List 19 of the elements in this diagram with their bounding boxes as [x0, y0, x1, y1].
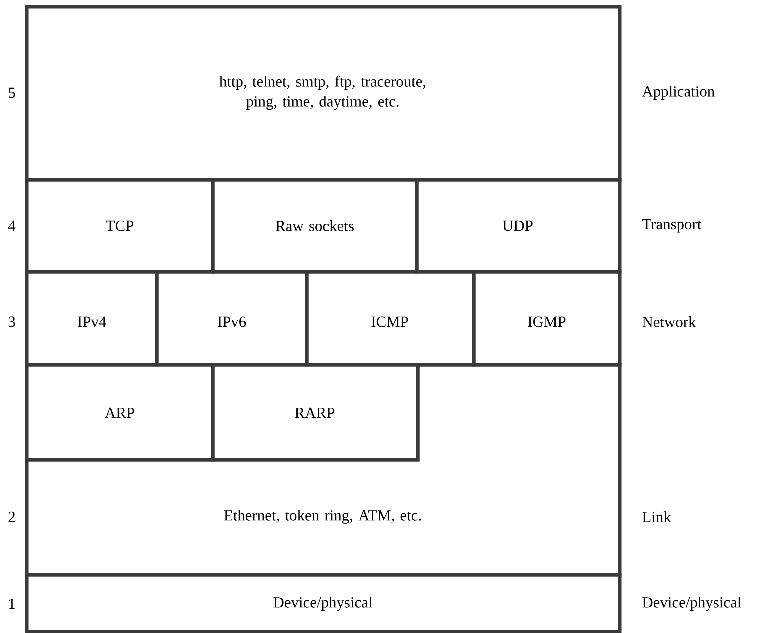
- layer-box: Raw sockets: [211, 178, 419, 274]
- layer-name: Device/physical: [642, 596, 742, 611]
- layer-number: 3: [8, 316, 16, 328]
- layer-number: 4: [8, 220, 16, 232]
- layer-box: IPv4: [25, 270, 159, 367]
- layer-name: Link: [642, 512, 672, 522]
- layer-box: IGMP: [472, 270, 622, 367]
- layer-box: ARP: [25, 363, 215, 462]
- layer-box: IPv6: [155, 270, 309, 367]
- layer-box: http, telnet, smtp, ftp, traceroute, ping, time, daytime, etc.: [25, 5, 622, 182]
- layer-box: TCP: [25, 178, 215, 274]
- layer-box: ICMP: [305, 270, 476, 367]
- layer-number: 1: [10, 598, 15, 610]
- layer-box: RARP: [211, 363, 420, 462]
- layer-box: UDP: [415, 178, 622, 274]
- layer-name: Application: [642, 86, 715, 100]
- layer-name: Network: [642, 316, 696, 328]
- layer-name: Transport: [642, 219, 702, 233]
- layer-box: Device/physical: [25, 573, 622, 633]
